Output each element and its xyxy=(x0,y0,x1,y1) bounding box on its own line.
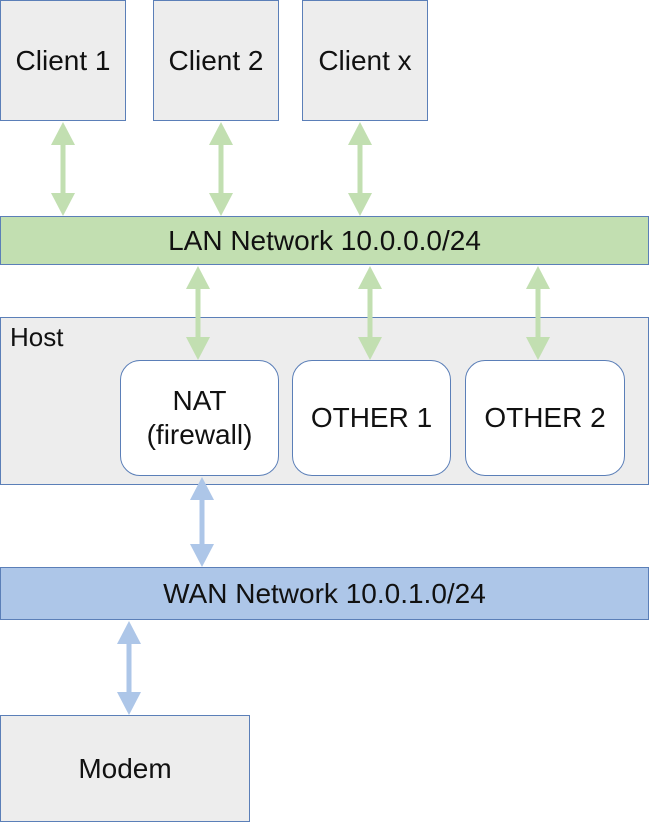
client-2-label: Client 2 xyxy=(168,44,264,76)
modem-node: Modem xyxy=(0,715,250,822)
other-2-label: OTHER 2 xyxy=(484,402,606,434)
client-2-node: Client 2 xyxy=(153,0,279,121)
wan-network-label: WAN Network 10.0.1.0/24 xyxy=(163,577,486,609)
arrow-nat-wan xyxy=(190,477,214,567)
arrow-wan-modem xyxy=(117,621,141,715)
arrow-client-1-lan xyxy=(51,122,75,216)
lan-network-label: LAN Network 10.0.0.0/24 xyxy=(168,224,481,256)
arrow-client-x-lan xyxy=(348,122,372,216)
client-x-label: Client x xyxy=(318,44,412,76)
wan-network-bar: WAN Network 10.0.1.0/24 xyxy=(0,567,649,620)
modem-label: Modem xyxy=(78,752,172,784)
nat-firewall-label: NAT (firewall) xyxy=(146,385,253,450)
client-x-node: Client x xyxy=(302,0,428,121)
client-1-label: Client 1 xyxy=(15,44,111,76)
other-1-label: OTHER 1 xyxy=(310,402,433,434)
arrow-client-2-lan xyxy=(209,122,233,216)
lan-network-bar: LAN Network 10.0.0.0/24 xyxy=(0,216,649,265)
nat-firewall-node: NAT (firewall) xyxy=(120,360,279,476)
client-1-node: Client 1 xyxy=(0,0,126,121)
other-2-node: OTHER 2 xyxy=(465,360,625,476)
host-label: Host xyxy=(10,322,64,352)
other-1-node: OTHER 1 xyxy=(292,360,451,476)
